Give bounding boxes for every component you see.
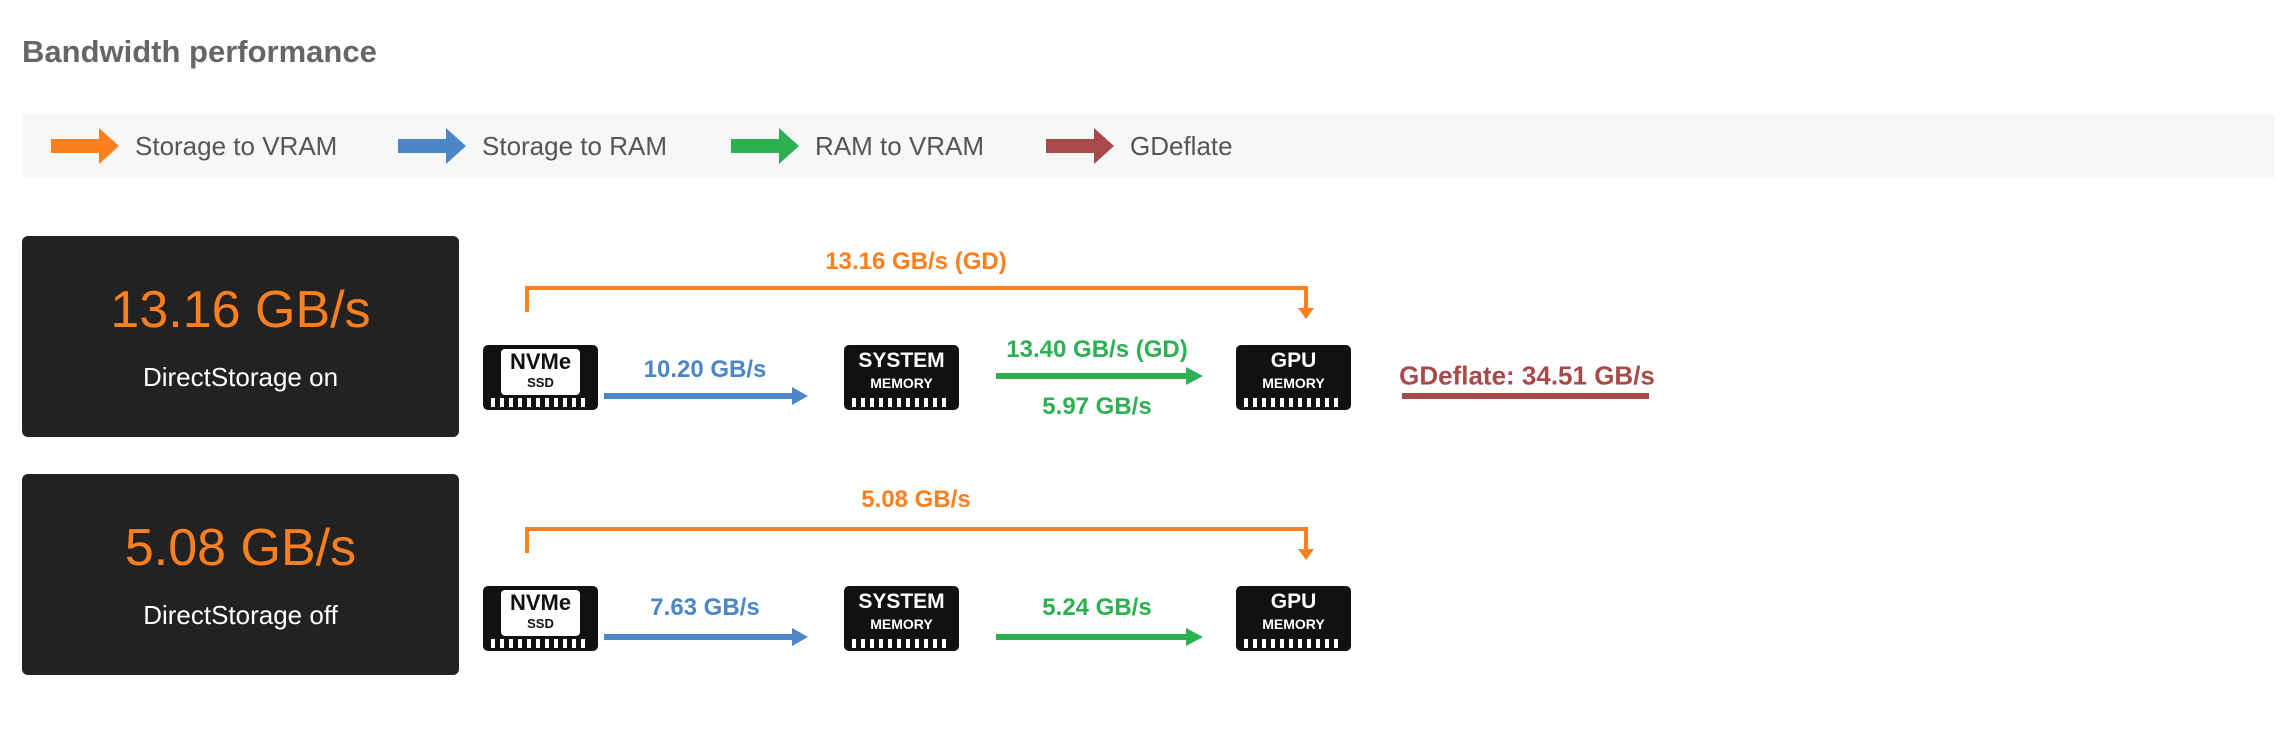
chip-label: GPU xyxy=(1270,349,1317,372)
storage-to-vram-arrowhead xyxy=(1298,549,1314,560)
chip-label: NVMe xyxy=(509,590,572,615)
legend-item-gdeflate: GDeflate xyxy=(1046,114,1233,178)
storage-to-vram-label: 13.16 GB/s (GD) xyxy=(825,248,1007,275)
gdeflate-label: GDeflate: 34.51 GB/s xyxy=(1399,360,1655,391)
ram-to-vram-arrow xyxy=(996,634,1188,640)
green-arrow-icon xyxy=(731,128,799,164)
gpu-memory-chip-icon: GPU MEMORY xyxy=(1236,345,1351,410)
chip-sublabel: SSD xyxy=(527,375,554,390)
legend-label: Storage to RAM xyxy=(482,130,667,161)
storage-to-ram-label: 10.20 GB/s xyxy=(643,356,767,383)
chip-sublabel: SSD xyxy=(527,616,554,631)
legend: Storage to VRAM Storage to RAM RAM to VR… xyxy=(22,114,2275,178)
blue-arrow-icon xyxy=(398,128,466,164)
row-directstorage-off: 5.08 GB/s DirectStorage off 5.08 GB/s 7.… xyxy=(0,474,2294,676)
chip-sublabel: MEMORY xyxy=(870,375,933,391)
ram-to-vram-label-bottom: 5.97 GB/s xyxy=(1042,393,1152,420)
storage-to-vram-bracket xyxy=(525,527,1308,553)
legend-item-ram-to-vram: RAM to VRAM xyxy=(731,114,984,178)
legend-item-storage-to-ram: Storage to RAM xyxy=(398,114,667,178)
storage-to-ram-arrow xyxy=(604,634,794,640)
flow-arrows xyxy=(525,286,1314,405)
system-memory-chip-icon: SYSTEM MEMORY xyxy=(844,345,959,410)
chip-sublabel: MEMORY xyxy=(1262,375,1325,391)
mode-label: DirectStorage off xyxy=(143,600,338,630)
legend-label: Storage to VRAM xyxy=(135,130,338,161)
gpu-memory-chip-icon: GPU MEMORY xyxy=(1236,586,1351,651)
gdeflate-bar xyxy=(1402,393,1649,399)
summary-card: 5.08 GB/s DirectStorage off xyxy=(22,474,459,675)
chip-label: SYSTEM xyxy=(858,349,945,372)
bandwidth-value: 5.08 GB/s xyxy=(124,519,357,577)
chip-label: GPU xyxy=(1270,590,1317,613)
row-directstorage-on: 13.16 GB/s DirectStorage on 13.16 GB/s (… xyxy=(0,236,2294,438)
red-arrow-icon xyxy=(1046,128,1114,164)
summary-card: 13.16 GB/s DirectStorage on xyxy=(22,236,459,437)
ram-to-vram-arrow xyxy=(996,373,1188,379)
storage-to-vram-label: 5.08 GB/s xyxy=(861,486,971,513)
storage-to-ram-arrow xyxy=(604,393,794,399)
chip-label: NVMe xyxy=(509,349,572,374)
legend-label: RAM to VRAM xyxy=(815,130,985,161)
system-memory-chip-icon: SYSTEM MEMORY xyxy=(844,586,959,651)
legend-label: GDeflate xyxy=(1130,130,1233,161)
chip-label: SYSTEM xyxy=(858,590,945,613)
orange-arrow-icon xyxy=(51,128,119,164)
chip-sublabel: MEMORY xyxy=(1262,616,1325,632)
ram-to-vram-label: 5.24 GB/s xyxy=(1042,594,1152,621)
bandwidth-value: 13.16 GB/s xyxy=(110,281,371,339)
section-title: Bandwidth performance xyxy=(22,34,377,69)
mode-label: DirectStorage on xyxy=(142,362,339,392)
legend-item-storage-to-vram: Storage to VRAM xyxy=(51,114,337,178)
ram-to-vram-label-top: 13.40 GB/s (GD) xyxy=(1006,336,1188,363)
flow-arrows xyxy=(525,527,1314,646)
chip-sublabel: MEMORY xyxy=(870,616,933,632)
storage-to-ram-label: 7.63 GB/s xyxy=(650,594,760,621)
storage-to-vram-arrowhead xyxy=(1298,308,1314,319)
storage-to-vram-bracket xyxy=(525,286,1308,312)
